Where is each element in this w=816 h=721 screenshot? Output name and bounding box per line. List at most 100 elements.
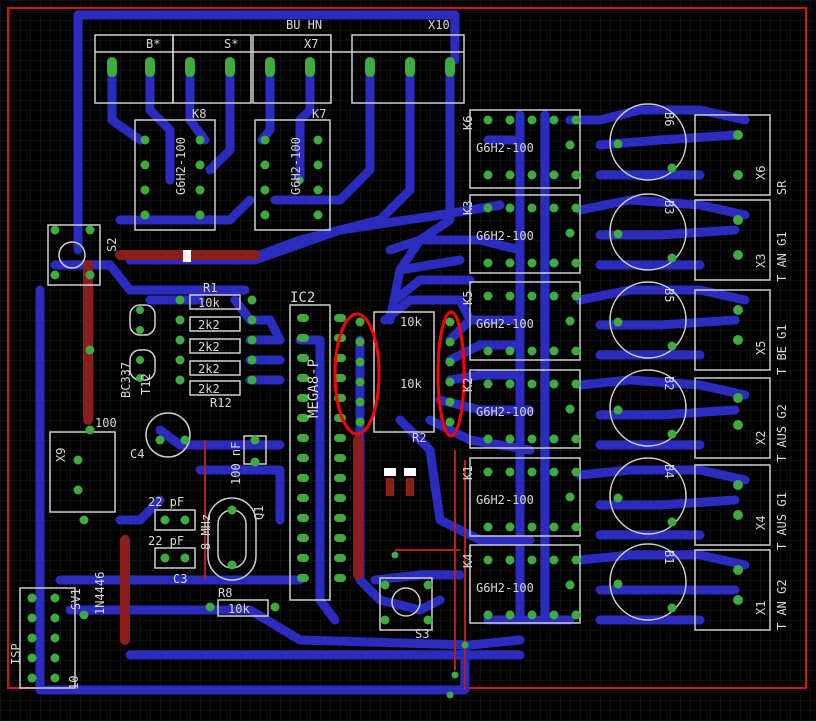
label-k4: K4 <box>461 554 475 568</box>
label-q1: Q1 <box>252 506 266 520</box>
pad <box>180 435 190 445</box>
label-relay-k3: G6H2-100 <box>476 229 534 243</box>
pad <box>483 434 493 444</box>
pad <box>297 494 309 502</box>
pad <box>265 57 275 77</box>
label-ic2: IC2 <box>290 290 315 306</box>
label-isp: ISP <box>9 643 23 665</box>
pad <box>73 455 83 465</box>
label-100nf: 100 nF <box>229 442 243 485</box>
pad <box>483 379 493 389</box>
pad <box>483 346 493 356</box>
label-b3: B3 <box>662 200 676 214</box>
label-r8: R8 <box>218 586 232 600</box>
pad <box>160 553 170 563</box>
pad <box>27 673 37 683</box>
pad <box>527 291 537 301</box>
pad <box>247 295 257 305</box>
pad <box>451 671 459 679</box>
pad <box>136 374 144 382</box>
pad <box>85 345 95 355</box>
pad <box>571 522 581 532</box>
pad <box>505 467 515 477</box>
label-c3: C3 <box>173 572 187 586</box>
pad <box>613 579 623 589</box>
pad <box>334 454 346 462</box>
pad <box>50 613 60 623</box>
pad <box>527 555 537 565</box>
pad <box>549 379 559 389</box>
pad <box>27 613 37 623</box>
pad <box>260 185 270 195</box>
pad <box>445 397 455 407</box>
label-s3: S3 <box>415 627 429 641</box>
pad <box>195 185 205 195</box>
pad <box>405 57 415 77</box>
pad <box>140 160 150 170</box>
thin-red-wires <box>204 440 466 690</box>
pad <box>571 610 581 620</box>
pad <box>527 610 537 620</box>
pad <box>527 170 537 180</box>
silkscreen <box>19 34 771 689</box>
pad <box>247 375 257 385</box>
pad <box>297 574 309 582</box>
label-d1: 1N4446 <box>93 572 107 615</box>
pad <box>313 210 323 220</box>
pad <box>461 641 469 649</box>
pad <box>733 393 743 403</box>
pad <box>334 554 346 562</box>
pad <box>305 57 315 77</box>
pad <box>505 203 515 213</box>
pad <box>549 522 559 532</box>
label-b2: B2 <box>662 376 676 390</box>
label-relay-k6: G6H2-100 <box>476 141 534 155</box>
label-x9: X9 <box>54 448 68 462</box>
pad <box>505 115 515 125</box>
pad <box>483 170 493 180</box>
label-22pf-a: 22 pF <box>148 495 184 509</box>
label-c4: C4 <box>130 447 144 461</box>
pad <box>79 515 89 525</box>
pad <box>446 691 454 699</box>
pad <box>195 160 205 170</box>
pad <box>667 603 677 613</box>
pad <box>334 514 346 522</box>
pad <box>571 346 581 356</box>
pad <box>613 229 623 239</box>
pad <box>565 404 575 414</box>
label-x10: X10 <box>428 18 450 32</box>
label-r12: R12 <box>210 396 232 410</box>
pad <box>527 346 537 356</box>
pad <box>565 140 575 150</box>
pad <box>445 357 455 367</box>
label-r2k2-b: 2k2 <box>198 340 220 354</box>
label-r-10k-b: 10k <box>400 377 422 391</box>
pad <box>247 355 257 365</box>
pad <box>195 135 205 145</box>
label-x7: X7 <box>304 37 318 51</box>
pad <box>565 228 575 238</box>
highlight-ellipses <box>333 310 466 438</box>
pad <box>297 514 309 522</box>
label-relay-k2: G6H2-100 <box>476 405 534 419</box>
pad <box>297 314 309 322</box>
pad <box>297 394 309 402</box>
pad <box>260 210 270 220</box>
pad <box>297 454 309 462</box>
label-mhz: 8 MHz <box>199 514 213 550</box>
label-x3: X3 <box>754 254 768 268</box>
pad <box>549 203 559 213</box>
pad <box>423 615 433 625</box>
pad <box>27 653 37 663</box>
label-t-an-g1: T AN G1 <box>775 231 789 282</box>
pad <box>527 434 537 444</box>
pad <box>50 593 60 603</box>
pad <box>571 115 581 125</box>
pad <box>549 346 559 356</box>
pad <box>27 633 37 643</box>
pad <box>334 494 346 502</box>
pad <box>733 170 743 180</box>
pad <box>549 291 559 301</box>
pad <box>483 203 493 213</box>
